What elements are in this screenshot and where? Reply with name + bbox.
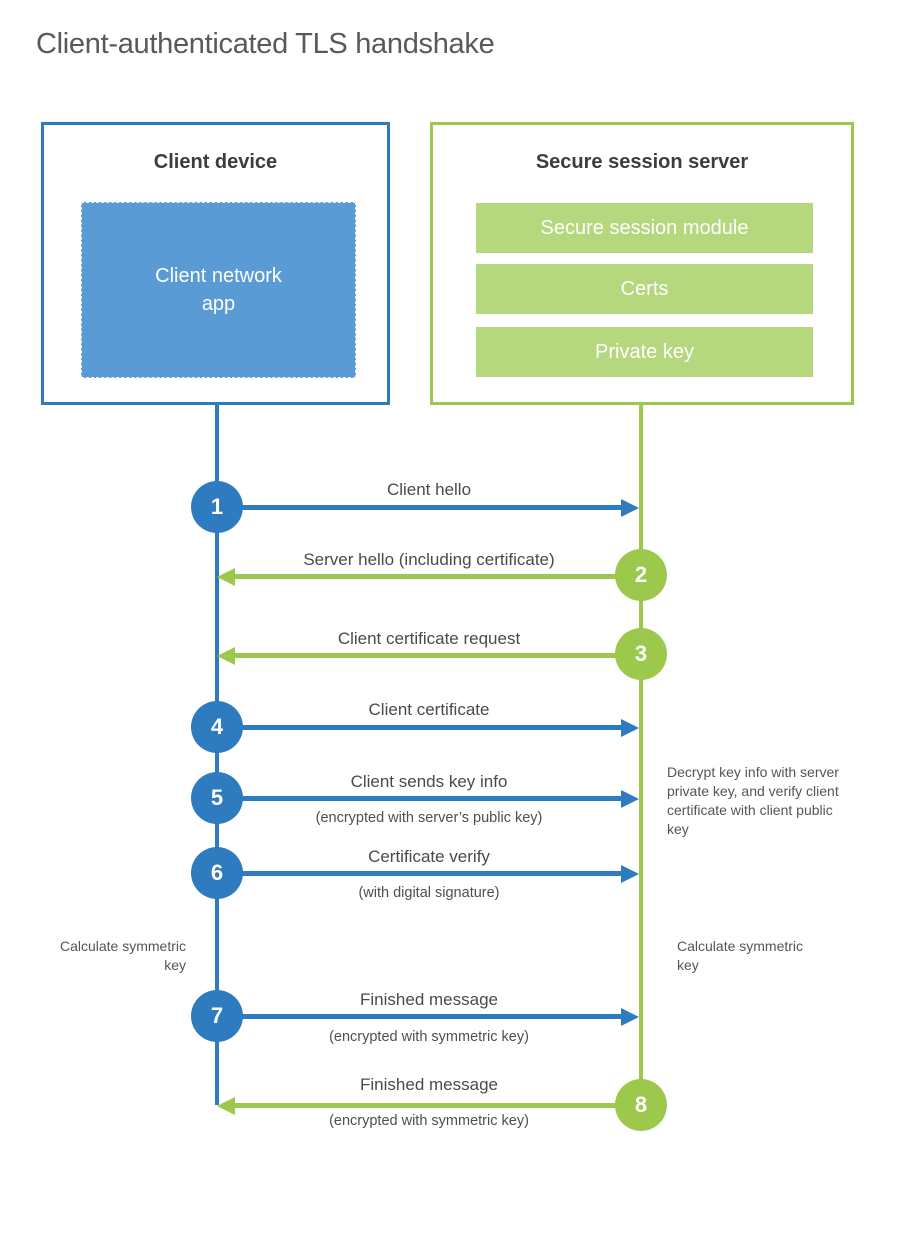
message-label-1: Client hello	[386, 480, 472, 499]
step-circle-6: 6	[191, 847, 243, 899]
client-device-title: Client device	[153, 151, 278, 173]
note-calculate-symmetric-key-server: Calculate symmetric key	[677, 938, 804, 973]
note-calculate-symmetric-key-client: Calculate symmetric key	[59, 938, 186, 973]
client-network-app-box: Client network app	[81, 202, 356, 378]
step-circle-2: 2	[615, 549, 667, 601]
message-sublabel-6: (with digital signature)	[358, 885, 500, 901]
page-title: Client-authenticated TLS handshake	[36, 28, 495, 60]
arrow-server-hello	[235, 574, 641, 579]
server-module-certs: Certs	[476, 264, 813, 314]
arrow-finished-message-server	[235, 1103, 641, 1108]
server-module-secure-session: Secure session module	[476, 203, 813, 253]
message-label-2: Server hello (including certificate)	[303, 550, 555, 569]
message-label-5: Client sends key info	[350, 772, 508, 791]
message-label-8: Finished message	[360, 1075, 498, 1094]
secure-session-server-title: Secure session server	[535, 151, 749, 173]
message-sublabel-8: (encrypted with symmetric key)	[329, 1113, 529, 1129]
arrow-client-certificate-request	[235, 653, 641, 658]
step-circle-1: 1	[191, 481, 243, 533]
step-circle-3: 3	[615, 628, 667, 680]
step-circle-7: 7	[191, 990, 243, 1042]
arrow-client-sends-key-info	[217, 796, 621, 801]
message-label-7: Finished message	[360, 990, 498, 1009]
step-circle-4: 4	[191, 701, 243, 753]
message-label-3: Client certificate request	[337, 629, 521, 648]
client-device-box: Client device Client network app	[41, 122, 390, 405]
arrow-finished-message-client	[217, 1014, 621, 1019]
message-sublabel-7: (encrypted with symmetric key)	[329, 1029, 529, 1045]
server-module-private-key: Private key	[476, 327, 813, 377]
message-label-4: Client certificate	[368, 700, 490, 719]
step-circle-5: 5	[191, 772, 243, 824]
note-decrypt-key-info: Decrypt key info with server private key…	[667, 764, 839, 837]
arrow-certificate-verify	[217, 871, 621, 876]
secure-session-server-box: Secure session server Secure session mod…	[430, 122, 854, 405]
message-sublabel-5: (encrypted with server’s public key)	[315, 810, 543, 826]
step-circle-8: 8	[615, 1079, 667, 1131]
arrow-client-hello	[217, 505, 621, 510]
message-label-6: Certificate verify	[368, 847, 490, 866]
client-network-app-label: Client network app	[155, 265, 282, 315]
arrow-client-certificate	[217, 725, 621, 730]
server-lifeline	[639, 405, 643, 1105]
client-lifeline	[215, 405, 219, 1105]
